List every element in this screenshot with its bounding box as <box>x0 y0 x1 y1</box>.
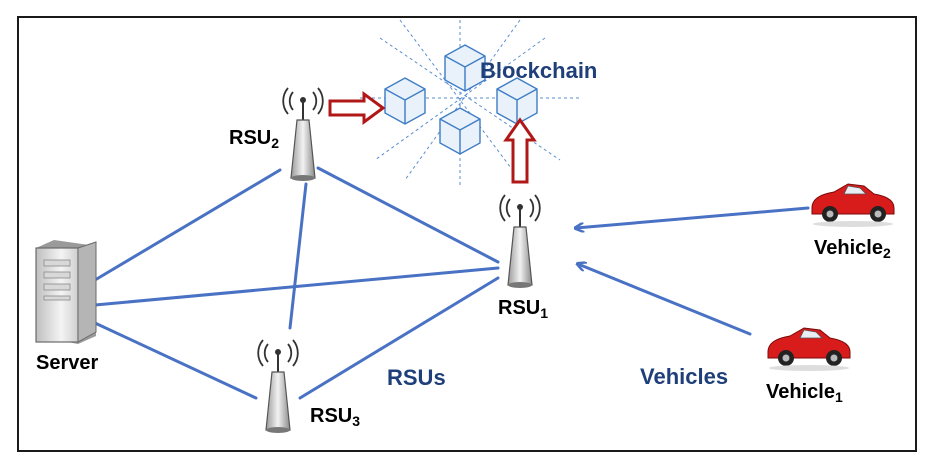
rsu1-to-blockchain-arrow <box>503 117 537 184</box>
link-rsu2-rsu3 <box>288 182 308 330</box>
data-upload-arrows <box>328 91 537 184</box>
vehicle2-label-sub: 2 <box>882 245 891 261</box>
vehicle1-label-text: Vehicle <box>766 381 835 403</box>
car-icon <box>811 183 895 227</box>
rsu1-label-sub: 1 <box>540 305 549 321</box>
link-vehicle2-rsu1 <box>576 206 810 228</box>
vehicle2-label-text: Vehicle <box>814 237 883 259</box>
car-icon <box>767 327 851 371</box>
vehicle1-label-sub: 1 <box>834 389 843 405</box>
server-label: Server <box>36 352 99 374</box>
link-rsu2-rsu1 <box>316 166 500 264</box>
diagram-frame <box>17 16 917 452</box>
rsu1-label-text: RSU <box>498 297 541 319</box>
rsu3-label-text: RSU <box>310 405 353 427</box>
blockchain-cube-icon <box>384 77 426 125</box>
link-vehicle1-rsu1 <box>578 264 752 336</box>
blockchain-cube-icon <box>439 107 481 155</box>
vehicles-group-label: Vehicles <box>640 364 729 389</box>
antenna-tower-icon <box>257 339 299 433</box>
antenna-tower-icon <box>499 194 541 288</box>
rsu1-label: RSU1 <box>498 298 548 320</box>
vehicle1-label: Vehicle1 <box>766 382 843 404</box>
link-rsu1-rsu3 <box>298 276 500 400</box>
link-server-rsu3 <box>93 321 258 400</box>
blockchain-network <box>360 19 580 185</box>
rsu2-to-blockchain-arrow <box>328 91 386 125</box>
rsu2-label: RSU2 <box>229 128 279 150</box>
rsu2-label-text: RSU <box>229 127 272 149</box>
link-server-rsu1 <box>93 266 500 307</box>
vehicle2-label: Vehicle2 <box>814 238 891 260</box>
network-links <box>93 166 810 400</box>
blockchain-cube-icon <box>496 77 538 125</box>
rsus-group-label: RSUs <box>387 365 446 390</box>
server-icon <box>35 240 97 344</box>
rsu2-label-sub: 2 <box>271 135 280 151</box>
blockchain-label: Blockchain <box>480 58 598 83</box>
blockchain-cube-icon <box>444 44 486 92</box>
rsu3-label: RSU3 <box>310 406 360 428</box>
antenna-tower-icon <box>282 87 324 181</box>
link-server-rsu2 <box>93 168 282 282</box>
rsu3-label-sub: 3 <box>352 413 361 429</box>
